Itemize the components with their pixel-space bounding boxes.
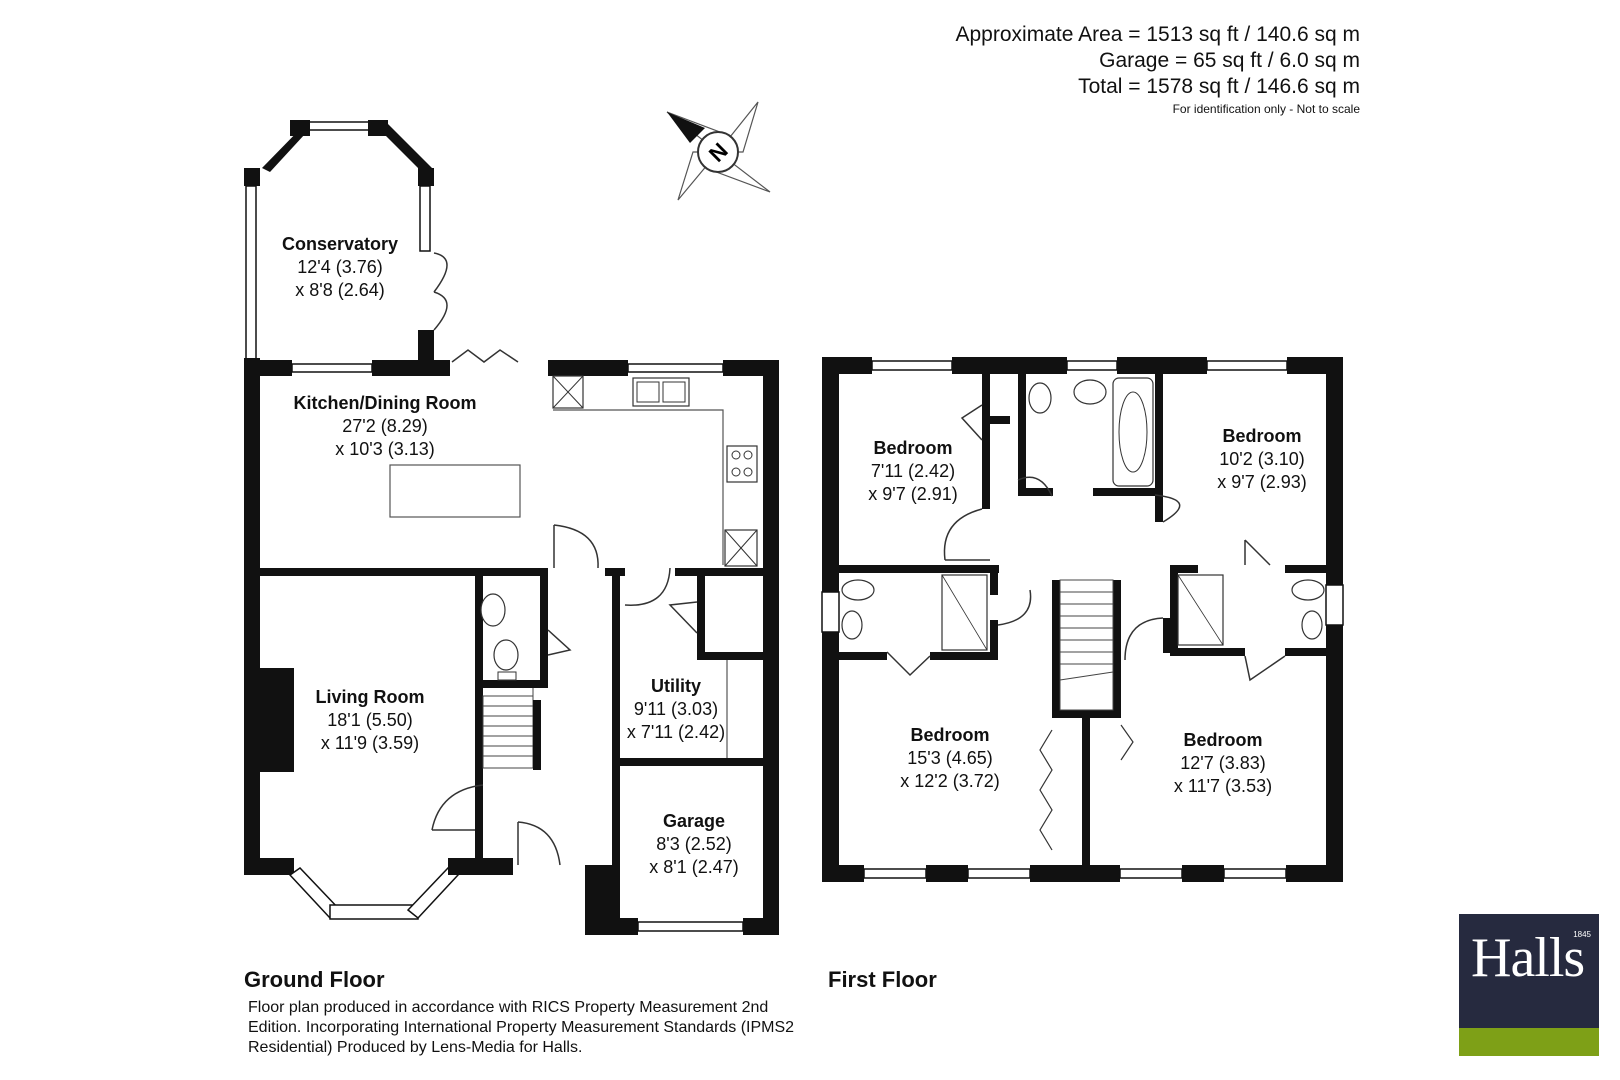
bedroom-3-dim2: x 12'2 (3.72)	[900, 771, 1000, 791]
ground-floor-label: Ground Floor	[244, 967, 385, 992]
garage-dim1: 8'3 (2.52)	[656, 834, 731, 854]
logo-brand: Halls	[1471, 927, 1585, 989]
bedroom-1-name: Bedroom	[873, 438, 952, 458]
bedroom-2-dim2: x 9'7 (2.93)	[1217, 472, 1306, 492]
bedroom-4-dim1: 12'7 (3.83)	[1180, 753, 1266, 773]
bedroom-1-dim2: x 9'7 (2.91)	[868, 484, 957, 504]
first-floor-plan	[821, 357, 1344, 882]
living-room-name: Living Room	[316, 687, 425, 707]
ground-floor-plan	[244, 120, 779, 935]
bedroom-4-name: Bedroom	[1183, 730, 1262, 750]
footer-line-1: Floor plan produced in accordance with R…	[248, 999, 769, 1016]
bedroom-1-dim1: 7'11 (2.42)	[871, 461, 955, 481]
scale-note: For identification only - Not to scale	[1172, 102, 1360, 116]
approximate-area: Approximate Area = 1513 sq ft / 140.6 sq…	[955, 23, 1361, 46]
logo-year: 1845	[1573, 930, 1591, 939]
logo-accent-bar	[1459, 1028, 1599, 1056]
bedroom-2-name: Bedroom	[1222, 426, 1301, 446]
bedroom-4-dim2: x 11'7 (3.53)	[1174, 776, 1272, 796]
footer-line-3: Residential) Produced by Lens-Media for …	[248, 1039, 583, 1056]
utility-dim2: x 7'11 (2.42)	[627, 722, 725, 742]
total-area: Total = 1578 sq ft / 146.6 sq m	[1078, 75, 1360, 98]
living-room-dim1: 18'1 (5.50)	[327, 710, 413, 730]
conservatory-dim2: x 8'8 (2.64)	[295, 280, 384, 300]
kitchen-name: Kitchen/Dining Room	[294, 393, 477, 413]
garage-dim2: x 8'1 (2.47)	[649, 857, 738, 877]
utility-dim1: 9'11 (3.03)	[634, 699, 718, 719]
garage-area: Garage = 65 sq ft / 6.0 sq m	[1099, 49, 1360, 72]
area-summary: Approximate Area = 1513 sq ft / 140.6 sq…	[956, 22, 1361, 118]
footer-line-2: Edition. Incorporating International Pro…	[248, 1019, 795, 1036]
first-floor-label: First Floor	[828, 967, 937, 992]
bedroom-3-name: Bedroom	[910, 725, 989, 745]
living-room-dim2: x 11'9 (3.59)	[321, 733, 419, 753]
bedroom-2-dim1: 10'2 (3.10)	[1219, 449, 1305, 469]
bedroom-3-dim1: 15'3 (4.65)	[907, 748, 993, 768]
kitchen-dim2: x 10'3 (3.13)	[335, 439, 435, 459]
kitchen-dim1: 27'2 (8.29)	[342, 416, 428, 436]
conservatory-dim1: 12'4 (3.76)	[297, 257, 383, 277]
conservatory-name: Conservatory	[282, 234, 398, 254]
footer-note: Floor plan produced in accordance with R…	[248, 998, 848, 1058]
compass-icon: N	[666, 101, 771, 201]
garage-name: Garage	[663, 811, 725, 831]
utility-name: Utility	[651, 676, 701, 696]
halls-logo: Halls 1845	[1459, 914, 1599, 1056]
